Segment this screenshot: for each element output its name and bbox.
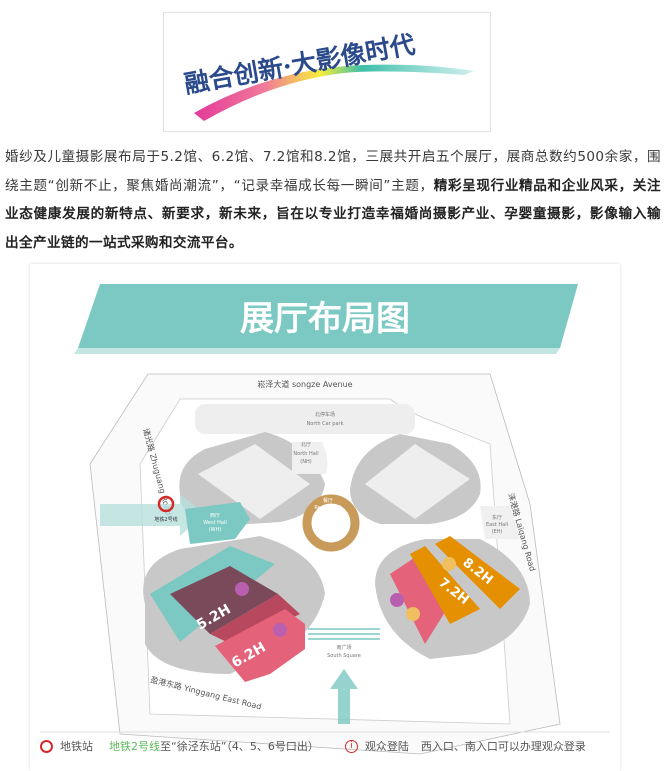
entry-desc: 西入口、南入口可以办理观众登录 [420, 740, 586, 753]
restaurant-ring [302, 494, 360, 552]
east-hall-code: (EH) [492, 529, 503, 535]
slogan-text: 融合创新·大影像时代 [182, 30, 417, 99]
west-hall [185, 502, 250, 544]
info-icon: i [344, 739, 358, 753]
map-title: 展厅布局图 [240, 299, 410, 339]
intro-paragraph: 婚纱及儿童摄影展布局于5.2馆、6.2馆、7.2馆和8.2馆，三展共开启五个展厅… [5, 143, 661, 257]
map-title-banner [78, 284, 578, 348]
hall-5-2[interactable] [170, 566, 278, 634]
north-car-park-en: North Car park [307, 421, 344, 427]
hall-8-2[interactable] [435, 536, 520, 609]
metro-desc: 至“徐泾东站”（4、5、6号口出） [160, 740, 319, 753]
west-hall-code: (WH) [209, 527, 222, 533]
camera-logo-icon [406, 607, 420, 621]
metro-label: 地铁2号线 [154, 516, 177, 523]
west-hall-cn: 西厅 [210, 513, 220, 519]
intro-text: 婚纱及儿童摄影展布局于5.2馆、6.2馆、7.2馆和8.2馆，三展共开启五个展厅… [5, 149, 661, 194]
metro-icon [40, 739, 53, 753]
rainbow-brushstroke [194, 64, 474, 121]
map-legend: 地铁站 地铁2号线 至“徐泾东站”（4、5、6号口出） i 观众登陆 西入口、南… [40, 738, 610, 754]
hall-7-2[interactable] [390, 554, 450, 644]
metro-legend-label: 地铁站 [60, 740, 93, 753]
restaurant-en: Restaurant [314, 505, 341, 511]
restaurant-cn: 餐厅 [323, 497, 333, 504]
expo-logo-icon [235, 582, 249, 596]
road-north: 崧泽大道 songze Avenue [257, 379, 352, 389]
south-square-cn: 南广场 [336, 644, 351, 651]
intro-bold-text: 精彩呈现行业精品和企业风采，关注业态健康发展的新特点、新要求，新未来，旨在以专业… [5, 177, 661, 251]
hall-layout-map: 展厅布局图 崧泽大道 songze Avenue 诸光路 Zhuguang Ro… [30, 264, 620, 771]
west-entry-arrow [100, 494, 205, 536]
south-square-en: South Square [327, 653, 361, 659]
south-entry-arrow [330, 669, 358, 724]
slogan-logo: 融合创新·大影像时代 [163, 12, 491, 132]
expo-logo-icon [273, 623, 287, 637]
east-hall-cn: 东厅 [492, 514, 502, 521]
north-hall-en: North Hall [293, 451, 318, 457]
metro-line: 地铁2号线 [109, 740, 160, 753]
entry-label: 观众登陆 [364, 740, 409, 753]
north-hall-cn: 北厅 [301, 441, 311, 448]
north-hall-code: (NH) [300, 459, 311, 465]
expo-logo-icon [390, 593, 404, 607]
metro-icon [157, 495, 175, 513]
west-hall-en: West Hall [203, 520, 226, 526]
camera-logo-icon [442, 557, 456, 571]
east-hall-en: East Hall [486, 522, 508, 528]
north-car-park-cn: 北停车场 [315, 411, 335, 418]
